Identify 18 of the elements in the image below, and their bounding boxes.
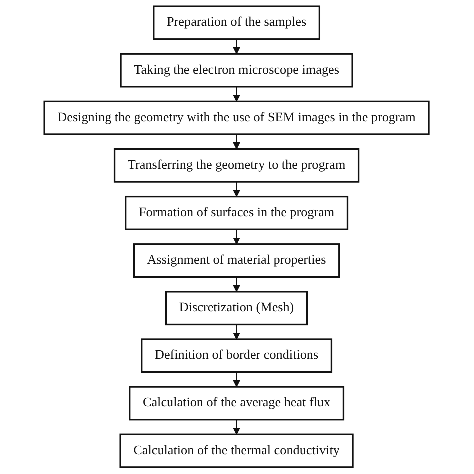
- arrow: [233, 372, 241, 388]
- arrow: [233, 182, 241, 198]
- node-box: Designing the geometry with the use of SEM images in the program: [44, 100, 430, 136]
- node-box: Definition of border conditions: [141, 338, 333, 374]
- node-box: Preparation of the samples: [153, 6, 321, 40]
- arrow: [233, 229, 241, 245]
- node-box: Calculation of the thermal conductivity: [120, 434, 354, 468]
- arrow: [233, 324, 241, 340]
- node-box: Calculation of the average heat flux: [129, 386, 345, 421]
- arrow: [233, 38, 241, 54]
- node-box: Assignment of material properties: [134, 244, 340, 278]
- node-box: Transferring the geometry to the program: [114, 148, 360, 183]
- node-box: Taking the electron microscope images: [120, 53, 354, 88]
- arrow: [233, 419, 241, 435]
- node-box: Discretization (Mesh): [166, 291, 308, 326]
- node-box: Formation of surfaces in the program: [125, 196, 349, 230]
- arrow: [233, 276, 241, 292]
- arrow: [233, 86, 241, 102]
